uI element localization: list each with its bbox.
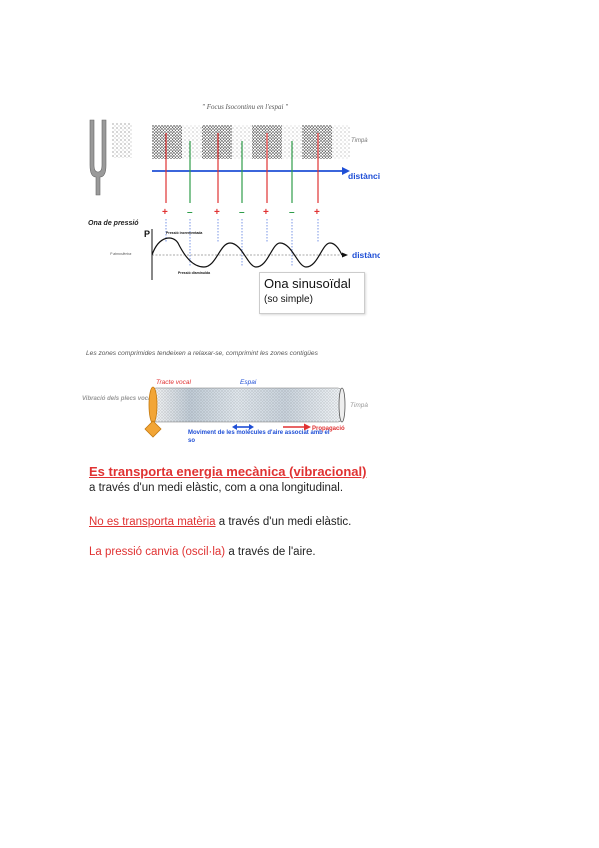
p1-body: a través d'un medi elàstic, com a ona lo… [89, 482, 344, 494]
tuning-fork-icon [89, 119, 107, 196]
sign-row: + – + – + – + [162, 207, 320, 218]
p3-red: La pressió canvia (oscil·la) [89, 546, 226, 558]
pressio-disminuida: Pressió disminuïda [178, 271, 210, 275]
ona-pressio-label: Ona de pressió [88, 220, 139, 227]
svg-text:–: – [289, 207, 295, 218]
sound-dots-near-fork [112, 123, 132, 158]
pressure-wave-figure: Timpà distància + – + – + – + Ona de pre… [88, 119, 380, 280]
p2-red: No es transporta matèria [89, 516, 216, 528]
svg-text:–: – [239, 207, 245, 218]
distancia-top-label: distància [348, 171, 380, 181]
ona-sinusoidal-title: Ona sinusoïdal [264, 276, 351, 291]
figure1-title: " Focus Isocontinu en l'espai " [202, 103, 289, 111]
p2-rest: a través d'un medi elàstic. [215, 516, 352, 528]
tracte-vocal-label: Tracte vocal [156, 379, 191, 386]
distancia-bottom-label: distància [352, 250, 380, 260]
vocal-folds [148, 386, 158, 424]
vibracio-label: Vibració dels plecs vocals [82, 396, 157, 402]
p3-rest: a través de l'aire. [225, 546, 316, 558]
moviment-label: Moviment de les molècules d'aire associa… [188, 430, 330, 444]
svg-text:+: + [263, 207, 269, 218]
vocal-tract-figure: Vibració dels plecs vocals Tracte vocal … [82, 379, 368, 438]
espai-label: Espai [240, 379, 257, 386]
figure2-caption: Les zones comprimides tendeixen a relaxa… [86, 350, 318, 357]
paragraph-2: No es transporta matèria a través d'un m… [89, 515, 351, 529]
timpa-label-2: Timpà [350, 402, 368, 409]
sine-wave [151, 237, 343, 268]
svg-text:+: + [314, 207, 320, 218]
propagacio-label: Propagació [312, 426, 345, 432]
ona-sinusoidal-box [259, 272, 365, 314]
eardrum [338, 387, 346, 423]
so-simple-label: (so simple) [264, 294, 313, 305]
pressio-incrementada: Pressió incrementada [166, 231, 202, 235]
p-axis-label: P [144, 229, 150, 239]
source-diamond-icon [144, 420, 162, 438]
svg-text:–: – [187, 207, 193, 218]
pressio-atmosferica: P atmosfèrica [110, 252, 131, 256]
p1-heading: Es transporta energia mecànica (vibracio… [89, 464, 367, 479]
svg-text:+: + [162, 207, 168, 218]
paragraph-3: La pressió canvia (oscil·la) a través de… [89, 545, 316, 559]
compression-lines [165, 133, 319, 203]
svg-text:+: + [214, 207, 220, 218]
paragraph-1: Es transporta energia mecànica (vibracio… [89, 465, 366, 495]
timpa-label: Timpà [351, 138, 368, 144]
